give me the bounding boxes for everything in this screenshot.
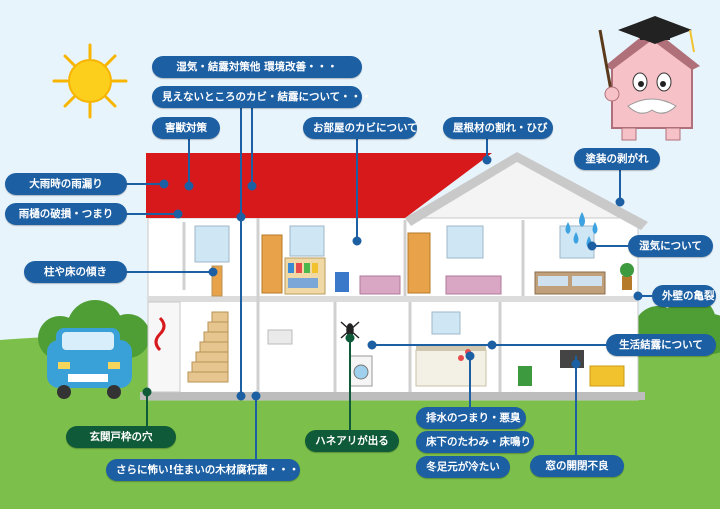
house: [140, 152, 648, 401]
label-humidity[interactable]: 湿気について: [628, 235, 713, 257]
label-cold-feet[interactable]: 冬足元が冷たい: [416, 456, 510, 478]
label-window[interactable]: 窓の開閉不良: [530, 455, 624, 477]
house-professor-mascot-icon: [598, 16, 700, 141]
label-drain[interactable]: 排水のつまり・悪臭: [416, 407, 526, 429]
label-condensation[interactable]: 生活結露について: [606, 334, 716, 356]
leader-lines: [125, 107, 652, 460]
car-icon: [47, 328, 132, 399]
label-wood-rot[interactable]: さらに怖い!住まいの木材腐朽菌・・・: [106, 459, 300, 481]
label-paint-peel[interactable]: 塗装の剥がれ: [574, 148, 660, 170]
stairs: [187, 265, 229, 383]
label-room-mold[interactable]: お部屋のカビについて: [303, 117, 418, 139]
label-pest[interactable]: 害獣対策: [152, 117, 220, 139]
label-entrance-hole[interactable]: 玄関戸枠の穴: [66, 426, 176, 448]
label-hidden-mold[interactable]: 見えないところのカビ・結露について・・・: [152, 86, 372, 108]
roof: [146, 153, 492, 218]
label-termites[interactable]: ハネアリが出る: [305, 430, 399, 452]
label-wall-crack[interactable]: 外壁の亀裂: [652, 285, 716, 307]
bookshelf: [284, 257, 326, 295]
label-humidity-measures[interactable]: 湿気・結露対策他 環境改善・・・: [152, 56, 362, 78]
label-floor-sag[interactable]: 床下のたわみ・床鳴り: [416, 431, 534, 453]
label-rain-leak[interactable]: 大雨時の雨漏り: [5, 173, 127, 195]
label-tilt[interactable]: 柱や床の傾き: [24, 261, 127, 283]
label-gutter[interactable]: 雨樋の破損・つまり: [5, 203, 127, 225]
sun-icon: [52, 43, 128, 119]
label-roof-crack[interactable]: 屋根材の割れ・ひび: [443, 117, 553, 139]
